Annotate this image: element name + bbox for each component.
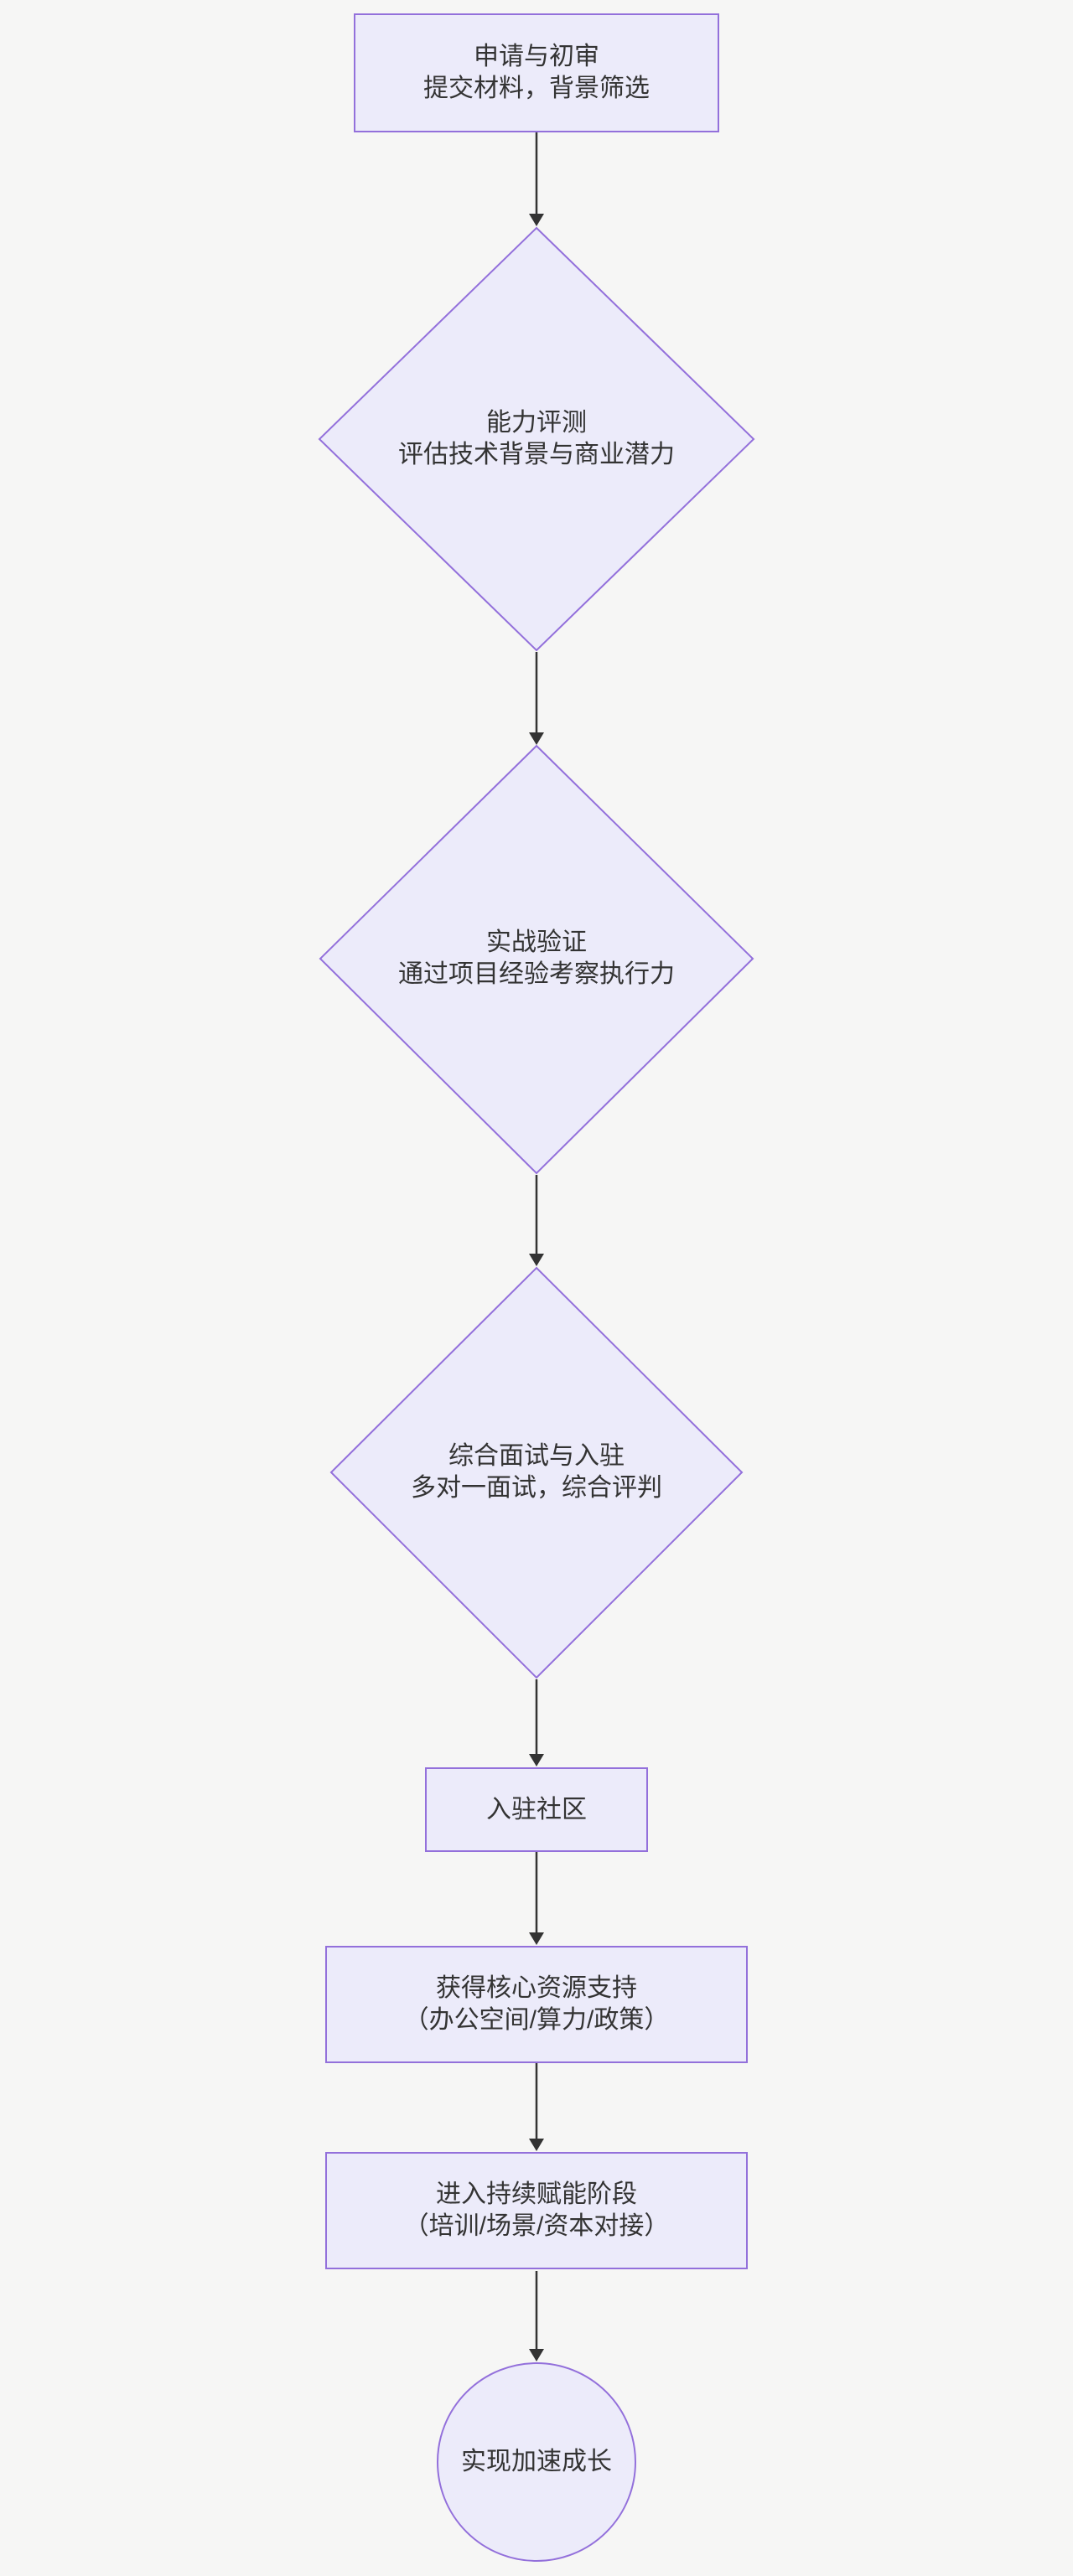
arrowhead-icon	[529, 1254, 544, 1266]
arrowhead-icon	[529, 214, 544, 226]
node-label-line1: 获得核心资源支持	[436, 1974, 637, 2002]
node-join-community: 入驻社区	[425, 1767, 648, 1852]
node-apply-review: 申请与初审 提交材料，背景筛选	[354, 13, 719, 132]
edge-practice-to-interview	[529, 1175, 544, 1266]
node-label-line1: 入驻社区	[486, 1795, 587, 1823]
edge-resources-to-empower	[529, 2063, 544, 2151]
node-label-line2: （培训/场景/资本对接）	[403, 2212, 670, 2240]
node-label-line1: 进入持续赋能阶段	[436, 2180, 637, 2208]
growth-circle-shape	[437, 2362, 636, 2562]
edge-apply-to-capability	[529, 132, 544, 226]
practice-diamond-shape	[319, 744, 754, 1175]
node-label-line2: 提交材料，背景筛选	[423, 75, 650, 102]
edge-community-to-resources	[529, 1852, 544, 1945]
node-continuous-empowerment: 进入持续赋能阶段 （培训/场景/资本对接）	[325, 2152, 748, 2269]
edge-capability-to-practice	[529, 652, 544, 745]
node-label-line2: （办公空间/算力/政策）	[403, 2006, 670, 2034]
capability-diamond-shape	[318, 226, 755, 652]
arrowhead-icon	[529, 1932, 544, 1945]
edge-empower-to-growth	[529, 2271, 544, 2361]
node-core-resources: 获得核心资源支持 （办公空间/算力/政策）	[325, 1946, 748, 2063]
node-label-line1: 申请与初审	[474, 43, 599, 70]
arrowhead-icon	[529, 2139, 544, 2151]
arrowhead-icon	[529, 1754, 544, 1766]
arrowhead-icon	[529, 2349, 544, 2361]
arrowhead-icon	[529, 732, 544, 745]
edge-interview-to-community	[529, 1679, 544, 1766]
interview-diamond-shape	[329, 1266, 744, 1679]
